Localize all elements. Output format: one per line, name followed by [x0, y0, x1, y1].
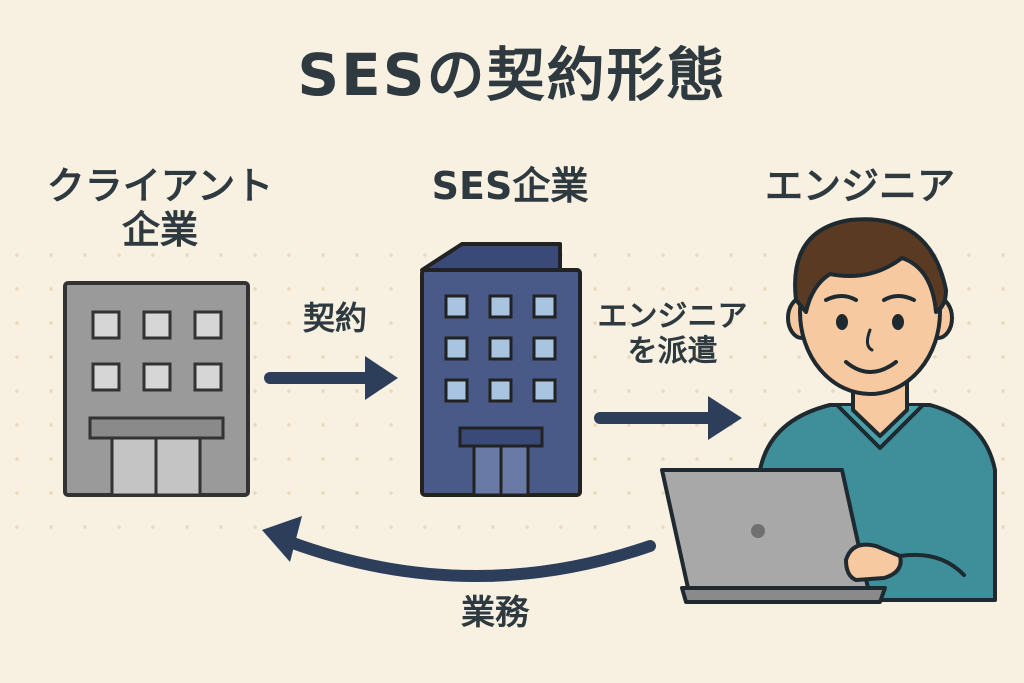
- dispatch-label-line2: を派遣: [627, 333, 718, 369]
- work-label: 業務: [461, 593, 529, 633]
- page-title: SESの契約形態: [297, 41, 727, 109]
- dispatch-label-line1: エンジニア: [597, 299, 748, 334]
- dispatch-arrow: [594, 396, 742, 440]
- engineer-label: エンジニア: [764, 164, 955, 208]
- ses-building-icon: [420, 242, 582, 497]
- client-label-line2: 企業: [121, 207, 198, 252]
- contract-label: 契約: [302, 299, 367, 337]
- work-arrow: [262, 516, 656, 582]
- engineer-illustration: [660, 217, 997, 604]
- client-building-icon: [63, 281, 250, 497]
- dispatch-label: エンジニア を派遣: [585, 299, 760, 369]
- client-company-label: クライアント 企業: [20, 164, 300, 252]
- client-label-line1: クライアント: [46, 164, 274, 208]
- ses-company-label: SES企業: [431, 164, 589, 208]
- contract-arrow: [264, 356, 398, 400]
